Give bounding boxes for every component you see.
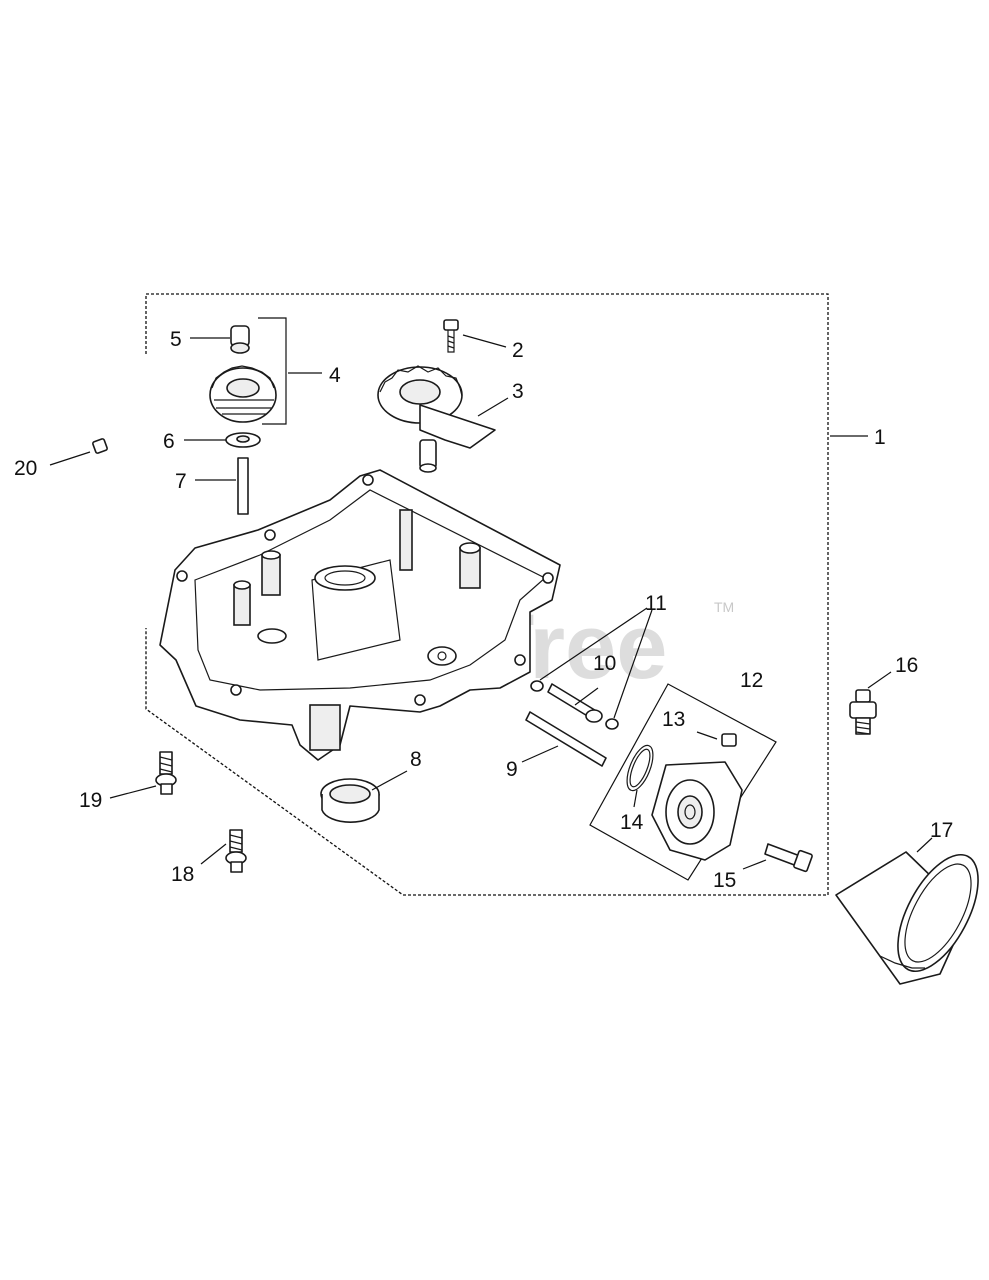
callout-15: 15 (713, 869, 736, 892)
callout-5: 5 (170, 328, 182, 351)
oil-filter-bracket-frame (589, 683, 777, 881)
callout-17: 17 (930, 819, 953, 842)
plug-item-13 (721, 733, 737, 747)
callout-1: 1 (874, 426, 886, 449)
callout-4: 4 (329, 364, 341, 387)
washer-item-6 (225, 432, 261, 448)
watermark-trademark: TM (714, 599, 734, 615)
callout-3: 3 (512, 380, 524, 403)
bolt-item-19 (155, 751, 177, 795)
leader-lines (49, 334, 933, 870)
pressure-switch-item-16 (849, 689, 877, 735)
callout-9: 9 (506, 758, 518, 781)
callout-6: 6 (163, 430, 175, 453)
o-ring-item-14 (626, 744, 654, 792)
shaft-item-7 (237, 457, 249, 515)
bushing-item-5 (230, 325, 250, 354)
gear-item-4 (209, 365, 277, 423)
callout-2: 2 (512, 339, 524, 362)
callout-labels: 1 2 3 4 5 6 7 8 9 10 11 12 13 14 15 16 1… (14, 328, 953, 892)
callout-7: 7 (175, 470, 187, 493)
callout-10: 10 (593, 652, 616, 675)
plug-item-20 (92, 438, 108, 454)
bracket-item-4 (258, 317, 287, 425)
callout-8: 8 (410, 748, 422, 771)
filter-mount-item-12 (651, 761, 743, 861)
o-rings-item-11 (530, 680, 619, 730)
oil-pan-housing (159, 469, 561, 761)
assembly-frame (145, 293, 829, 896)
bolt-item-18 (225, 829, 247, 873)
callout-19: 19 (79, 789, 102, 812)
bolt-item-15 (764, 843, 813, 873)
callout-11: 11 (645, 592, 667, 615)
callout-16: 16 (895, 654, 918, 677)
oil-seal-item-8 (320, 778, 380, 824)
oil-filter-item-17 (835, 851, 979, 985)
pipe-item-10 (547, 683, 603, 723)
callout-18: 18 (171, 863, 194, 886)
callout-20: 20 (14, 457, 37, 480)
callout-13: 13 (662, 708, 685, 731)
callout-14: 14 (620, 811, 644, 834)
callout-12: 12 (740, 669, 763, 692)
governor-gear-item-3 (377, 365, 496, 473)
pipe-item-9 (525, 711, 607, 767)
screw-item-2 (443, 319, 459, 353)
